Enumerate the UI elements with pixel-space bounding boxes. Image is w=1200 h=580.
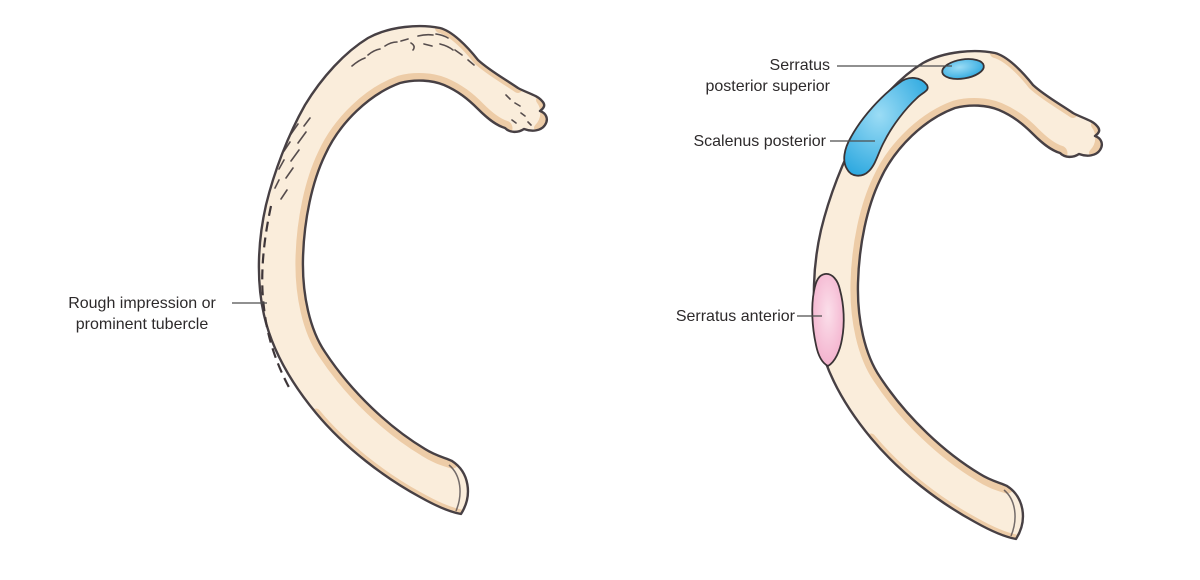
- muscle-attachment-serratus-posterior-superior: [941, 58, 985, 80]
- label-serratus-anterior: Serratus anterior: [676, 306, 795, 327]
- texture-marks: [274, 33, 532, 200]
- label-line: posterior superior: [705, 78, 831, 95]
- left-rib-illustration: [259, 26, 547, 514]
- label-line: Serratus anterior: [675, 308, 795, 325]
- label-line: Scalenus posterior: [693, 133, 826, 150]
- label-rough-impression: Rough impression or prominent tubercle: [52, 293, 232, 335]
- right-rib-bone: [814, 51, 1102, 539]
- label-scalenus-posterior: Scalenus posterior: [693, 131, 826, 152]
- left-rib-bone: [259, 26, 547, 514]
- label-serratus-posterior-superior: Serratus posterior superior: [706, 55, 831, 97]
- muscle-attachment-scalenus-posterior: [843, 77, 929, 177]
- label-line: prominent tubercle: [75, 316, 209, 333]
- rough-impression-dashed-line: [261, 205, 292, 392]
- label-line: Rough impression or: [68, 295, 216, 312]
- label-line: Serratus: [769, 57, 830, 74]
- muscle-attachment-serratus-anterior: [811, 273, 845, 367]
- right-rib-illustration: [812, 51, 1102, 539]
